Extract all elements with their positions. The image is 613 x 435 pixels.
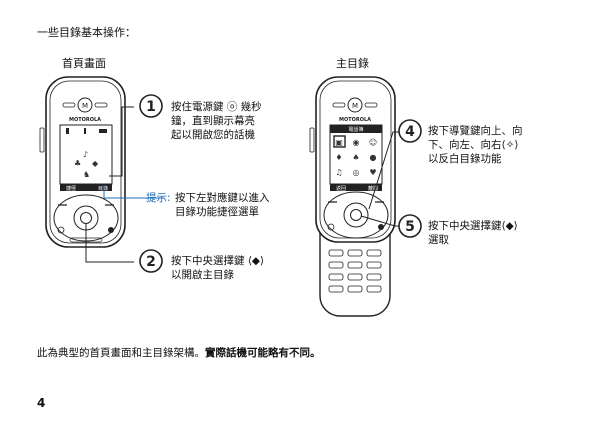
svg-text:☺: ☺ [369, 138, 377, 147]
home-softkey-left-label: 捷徑 [66, 185, 76, 192]
step-1-text: 按住電源鍵 ⓞ 幾秒 鐘，直到顯示幕亮 起以開啟您的話機 [171, 101, 262, 141]
svg-text:M: M [352, 102, 358, 110]
step-5-badge [398, 214, 422, 238]
svg-text:♦: ♦ [335, 153, 342, 162]
footer-note-bold: 實際話機可能略有不同。 [205, 347, 321, 359]
menu-phone-illustration: M MOTOROLA 電話簿 ▣ ◉ ☺ ♦ ♠ ● ♫ ◎ ♥ 返回 離開 [309, 76, 396, 317]
page-number: 4 [37, 396, 46, 410]
svg-text:♫: ♫ [335, 168, 342, 177]
svg-text:♣: ♣ [74, 159, 81, 168]
step-1-badge [139, 94, 163, 118]
step-4-text: 按下導覽鍵向上、向 下、向左、向右⟨✧⟩ 以反白目錄功能 [428, 125, 523, 165]
footer-note-normal: 此為典型的首頁畫面和主目錄架構。 [37, 347, 205, 359]
tip-label: 提示: [146, 192, 171, 204]
step-5-number: 5 [405, 219, 415, 235]
home-softkey-right-label: 目錄 [98, 185, 108, 192]
svg-text:◆: ◆ [92, 159, 99, 168]
home-phone-illustration: M MOTOROLA ♪ ♣ ◆ ♞ 捷徑 目錄 [39, 76, 126, 248]
step-5-text: 按下中央選擇鍵⟨◆⟩ 選取 [428, 220, 518, 246]
svg-text:●: ● [370, 153, 377, 162]
step-4-number: 4 [405, 124, 415, 140]
footer-note: 此為典型的首頁畫面和主目錄架構。實際話機可能略有不同。 [37, 345, 321, 360]
menu-softkey-left-label: 返回 [336, 185, 346, 192]
main-menu-title: 主目錄 [336, 57, 369, 70]
menu-brand-label: MOTOROLA [339, 117, 371, 123]
home-screen-title: 首頁畫面 [62, 57, 106, 70]
step-2-number: 2 [146, 254, 156, 270]
menu-screen-title: 電話簿 [348, 126, 363, 133]
svg-text:♪: ♪ [83, 150, 88, 159]
menu-softkey-right-label: 離開 [368, 185, 378, 192]
step-2-badge [139, 249, 163, 273]
step-1-number: 1 [146, 99, 156, 115]
svg-text:▣: ▣ [335, 138, 343, 147]
svg-text:♥: ♥ [369, 168, 376, 177]
svg-text:◎: ◎ [353, 168, 360, 177]
home-brand-label: MOTOROLA [69, 117, 101, 123]
tip-text: 按下左對應鍵以進入 目錄功能捷徑選單 [175, 192, 270, 218]
intro-text: 一些目錄基本操作： [37, 26, 136, 39]
svg-text:♠: ♠ [352, 153, 359, 162]
svg-text:M: M [82, 102, 88, 110]
step-4-badge [398, 119, 422, 143]
svg-text:◉: ◉ [353, 138, 360, 147]
step-2-text: 按下中央選擇鍵 ⟨◆⟩ 以開啟主目錄 [171, 255, 265, 281]
svg-text:♞: ♞ [83, 170, 90, 179]
